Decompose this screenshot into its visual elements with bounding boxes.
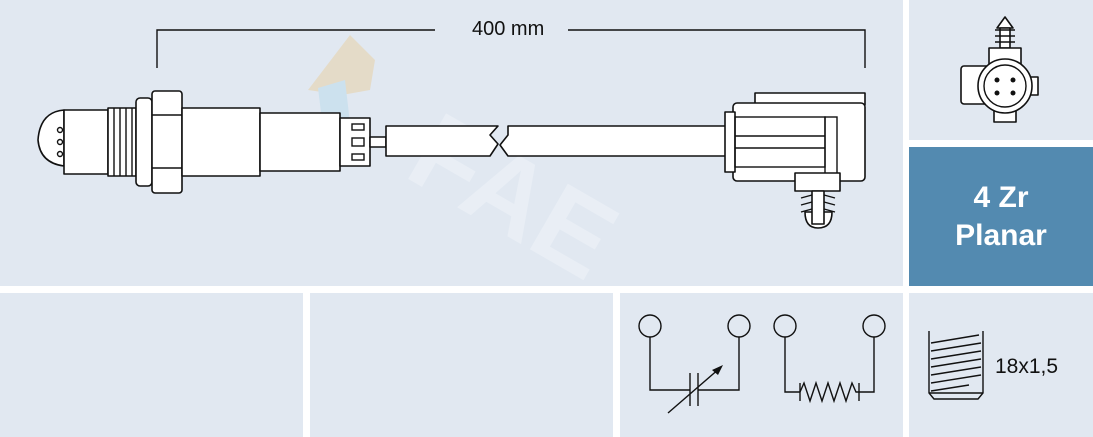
sensor-drawing-panel: FAE 400 mm [0, 0, 903, 286]
variable-capacitor-icon [638, 314, 751, 414]
resistor-heater-icon [773, 314, 886, 404]
empty-panel-2 [310, 293, 613, 437]
thread-spec-panel: 18x1,5 [909, 293, 1093, 437]
cable-length-label: 400 mm [472, 18, 545, 40]
sensor-type-badge: 4 Zr Planar [909, 147, 1093, 286]
empty-panel-1 [0, 293, 303, 437]
thread-icon [928, 331, 984, 400]
svg-text:FAE: FAE [390, 90, 637, 303]
oxygen-sensor-drawing: FAE [37, 29, 866, 229]
connector-face-icon [960, 16, 1039, 123]
fae-watermark-logo: FAE [308, 35, 637, 303]
circuit-symbols [638, 314, 886, 414]
connector-face-panel [909, 0, 1093, 140]
circuit-diagram-panel [620, 293, 903, 437]
sensor-type-line2: Planar [955, 218, 1047, 252]
sensor-type-line1: 4 Zr [973, 180, 1029, 214]
thread-size-label: 18x1,5 [995, 355, 1059, 378]
